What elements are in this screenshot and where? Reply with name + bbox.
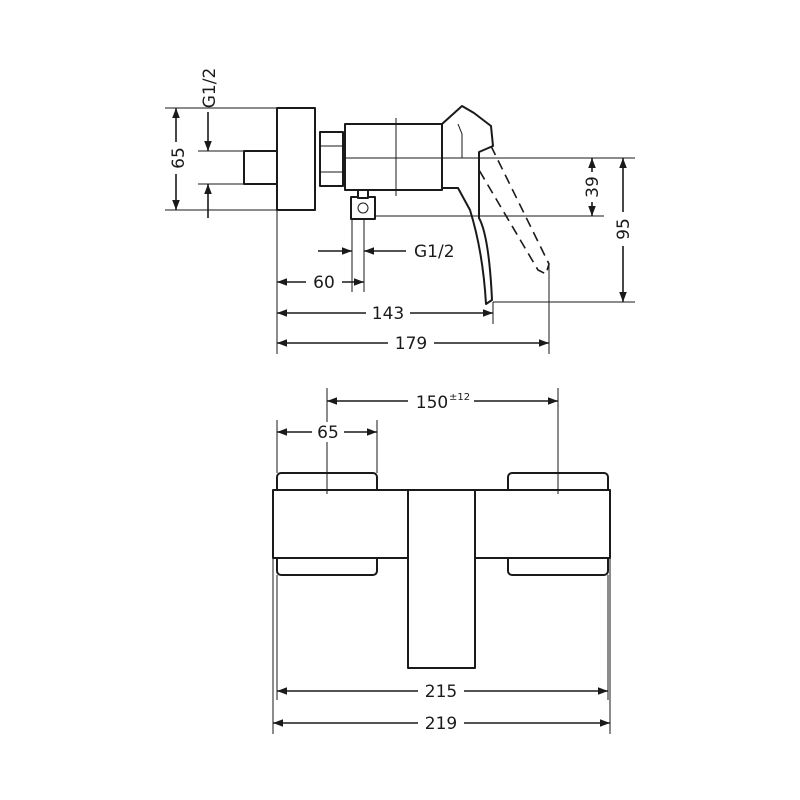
front-view: 150 ±12 65 215 219: [272, 388, 611, 734]
side-thread-bottom: G1/2: [414, 242, 455, 262]
side-outlet-connection: [350, 196, 376, 220]
side-hex-nut: [319, 131, 344, 187]
side-dim-39: 39: [583, 176, 603, 198]
front-dim-215: 215: [425, 682, 457, 702]
side-dim-65: 65: [169, 147, 189, 169]
side-inlet-pipe: [243, 150, 278, 185]
side-view: 65 G1/2 39 95 G1/2 60 143 179: [165, 68, 635, 354]
side-handle-lever: [441, 105, 494, 305]
front-handle: [407, 489, 476, 669]
side-dim-143: 143: [372, 304, 404, 324]
side-dim-179: 179: [395, 334, 427, 354]
side-thread-top: G1/2: [200, 68, 220, 109]
side-dim-60: 60: [313, 273, 335, 293]
side-mixer-body: [344, 123, 443, 191]
side-dim-95: 95: [614, 218, 634, 240]
front-dim-150: 150: [416, 393, 448, 413]
front-dim-65: 65: [317, 423, 339, 443]
front-dim-219: 219: [425, 714, 457, 734]
side-handle-swing-dashed: [478, 145, 550, 276]
front-dim-150-tolerance: ±12: [449, 392, 470, 403]
side-wall-flange: [276, 107, 316, 211]
